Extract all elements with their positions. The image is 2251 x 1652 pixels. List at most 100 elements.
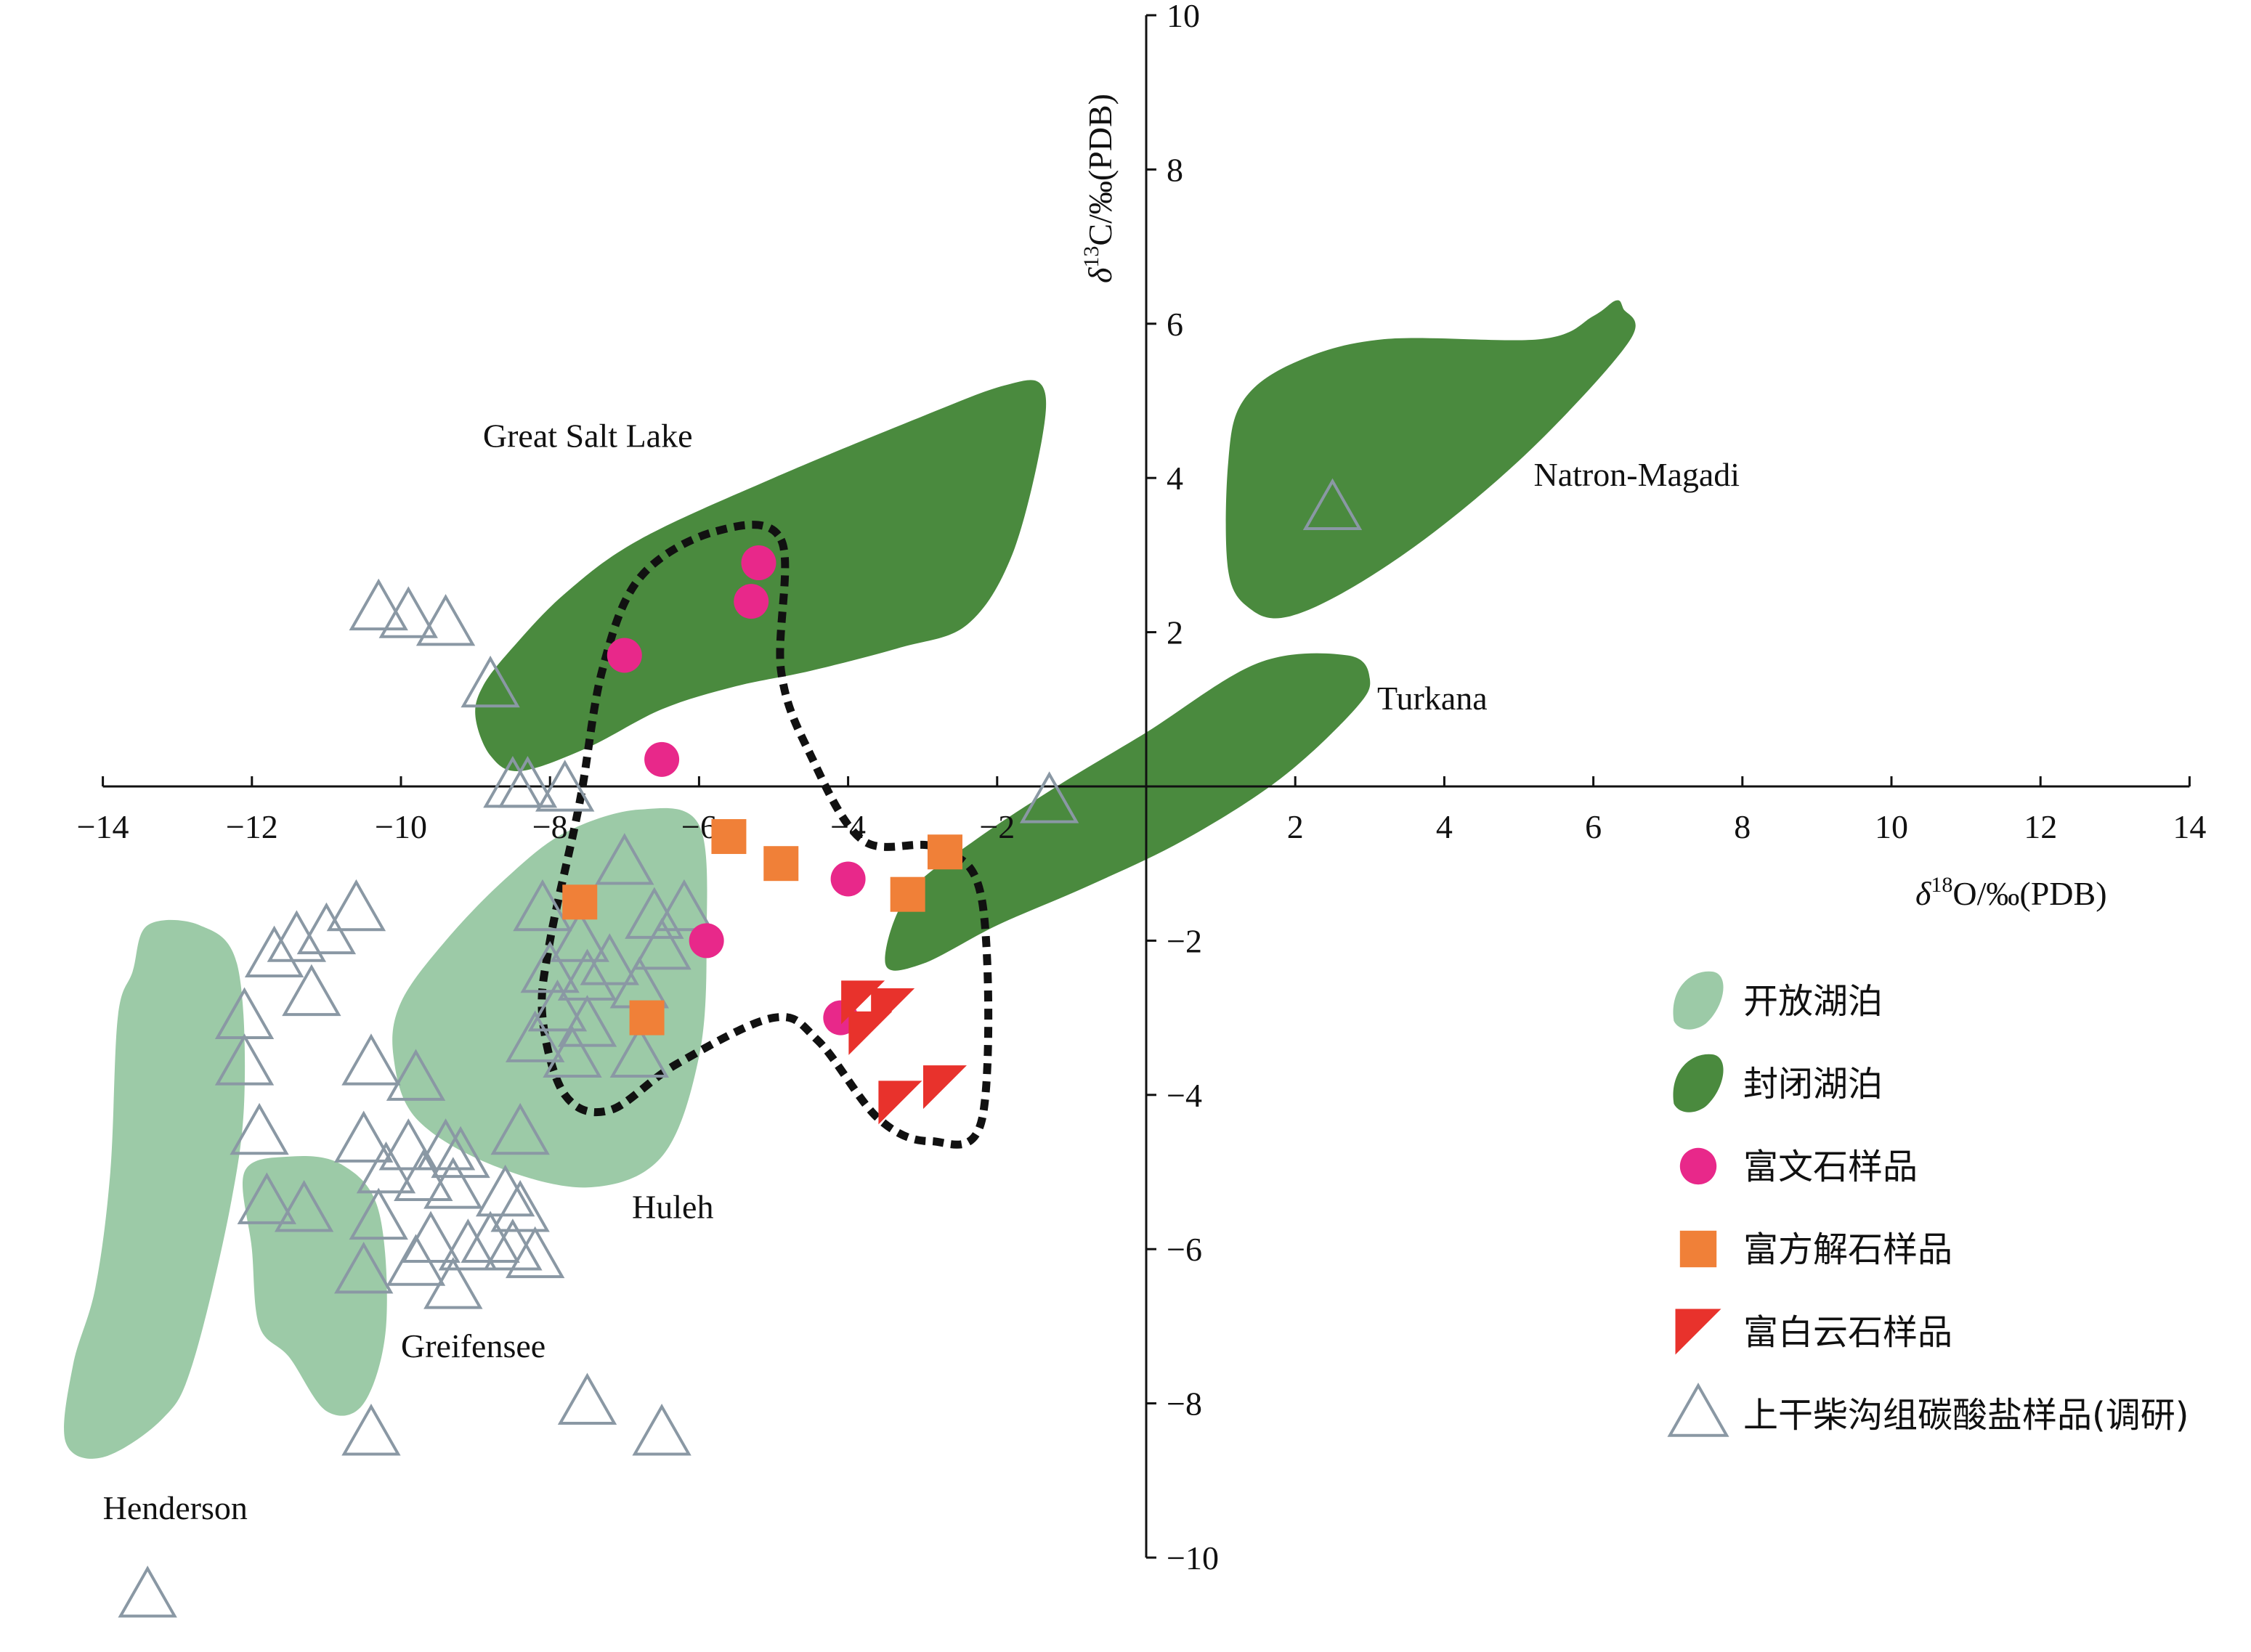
legend-label: 开放湖泊 — [1743, 981, 1883, 1022]
triangle-marker — [1302, 478, 1363, 531]
triangle-marker — [490, 1102, 550, 1155]
triangle-marker — [543, 1025, 602, 1078]
triangle-marker — [244, 925, 304, 977]
x-tick-label: −2 — [979, 808, 1015, 845]
region-natron-magadi — [1225, 300, 1636, 619]
y-tick-label: −10 — [1167, 1539, 1219, 1576]
triangle-marker — [423, 1257, 483, 1309]
triangle-marker — [267, 910, 327, 962]
legend-swatch-triangle — [1667, 1383, 1729, 1437]
triangle-marker — [505, 1226, 565, 1279]
triangle-marker — [378, 1118, 438, 1171]
x-tick-label: 8 — [1734, 808, 1751, 845]
y-tick-label: 8 — [1167, 151, 1183, 188]
triangle-marker — [341, 1033, 401, 1086]
label-greifensee: Greifensee — [401, 1327, 545, 1364]
triangle-marker — [423, 1157, 483, 1209]
triangle-marker — [386, 1049, 446, 1101]
legend-label: 富白云石样品 — [1743, 1312, 1952, 1353]
y-axis-label-delta: δ — [1082, 267, 1119, 283]
triangle-marker — [550, 910, 609, 962]
triangle-marker — [415, 1118, 476, 1171]
triangle-marker — [118, 1566, 177, 1618]
x-axis-label-rest: O/‰(PDB) — [1952, 875, 2106, 912]
boundary-dotted-outline — [538, 521, 993, 1149]
x-tick-label: −6 — [681, 808, 717, 845]
triangle-marker — [378, 586, 438, 638]
y-tick-label: −8 — [1167, 1386, 1202, 1423]
x-tick-label: 10 — [1875, 808, 1908, 845]
legend-swatch-blob-open — [1673, 971, 1724, 1030]
y-tick-label: 10 — [1167, 0, 1200, 34]
circle-marker — [607, 638, 642, 673]
x-tick-label: 12 — [2024, 808, 2057, 845]
label-turkana: Turkana — [1377, 680, 1488, 717]
y-axis-label-rest: C/‰(PDB) — [1082, 94, 1119, 246]
triangle-marker — [274, 1180, 334, 1232]
legend-label: 富方解石样品 — [1743, 1229, 1952, 1270]
triangle-marker — [535, 760, 595, 812]
triangle-marker — [475, 1164, 535, 1217]
square-marker — [562, 884, 598, 920]
triangle-marker — [580, 933, 639, 985]
square-marker — [890, 876, 925, 912]
triangle-marker — [237, 1172, 297, 1224]
triangle-marker — [394, 1149, 453, 1201]
legend-swatch-blob-closed — [1673, 1054, 1724, 1112]
lake-regions — [64, 300, 1636, 1459]
x-tick-label: −10 — [375, 808, 427, 845]
triangle-marker — [505, 1010, 565, 1062]
x-axis-label: δ18O/‰(PDB) — [1915, 873, 2107, 912]
square-marker — [629, 1000, 665, 1035]
x-tick-label: −4 — [830, 808, 866, 845]
triangle-marker — [632, 917, 691, 970]
triangle-marker — [326, 879, 386, 932]
triangle-marker — [296, 902, 357, 955]
y-tick-label: −4 — [1167, 1077, 1202, 1114]
x-axis-label-delta: δ — [1915, 875, 1931, 912]
label-natron-magadi: Natron-Magadi — [1534, 456, 1740, 493]
square-marker — [763, 846, 799, 882]
y-tick-label: 2 — [1167, 614, 1183, 651]
x-tick-label: −12 — [226, 808, 278, 845]
triangle-marker — [461, 1210, 520, 1263]
triangle-marker — [513, 879, 572, 932]
triangle-marker — [490, 1180, 550, 1232]
triangle-marker — [527, 979, 588, 1032]
x-tick-label: 6 — [1585, 808, 1602, 845]
triangle-marker — [356, 1141, 416, 1194]
triangle-marker — [632, 1404, 691, 1456]
sample-markers — [118, 478, 1363, 1618]
triangle-marker — [415, 593, 476, 646]
y-tick-label: −6 — [1167, 1231, 1202, 1268]
y-tick-label: −2 — [1167, 922, 1202, 959]
flag-marker — [848, 1011, 893, 1055]
label-great-salt-lake: Great Salt Lake — [483, 418, 693, 455]
region-labels: Great Salt LakeNatron-MagadiTurkanaHuleh… — [103, 418, 1740, 1526]
triangle-marker — [1019, 771, 1079, 823]
triangle-marker — [520, 940, 580, 993]
circle-marker — [689, 923, 724, 959]
triangle-marker — [557, 1372, 617, 1425]
y-axis-label: δ13C/‰(PDB) — [1079, 94, 1119, 283]
circle-marker — [741, 545, 776, 581]
square-marker — [711, 819, 747, 855]
triangle-marker — [386, 1234, 446, 1286]
x-tick-label: −8 — [532, 808, 568, 845]
sample-boundary — [538, 521, 993, 1149]
legend-swatch-square — [1679, 1230, 1717, 1268]
x-tick-label: 4 — [1436, 808, 1453, 845]
region-turkana — [885, 653, 1371, 971]
triangle-marker — [214, 1033, 275, 1086]
x-axis-label-sup: 18 — [1931, 873, 1952, 897]
square-marker — [927, 834, 962, 870]
y-tick-label: 4 — [1167, 460, 1183, 497]
triangle-marker — [595, 833, 654, 885]
flag-marker — [922, 1065, 967, 1110]
label-henderson: Henderson — [103, 1489, 248, 1526]
legend-label: 富文石样品 — [1743, 1147, 1918, 1187]
legend-label: 上干柴沟组碳酸盐样品(调研) — [1743, 1395, 2189, 1436]
